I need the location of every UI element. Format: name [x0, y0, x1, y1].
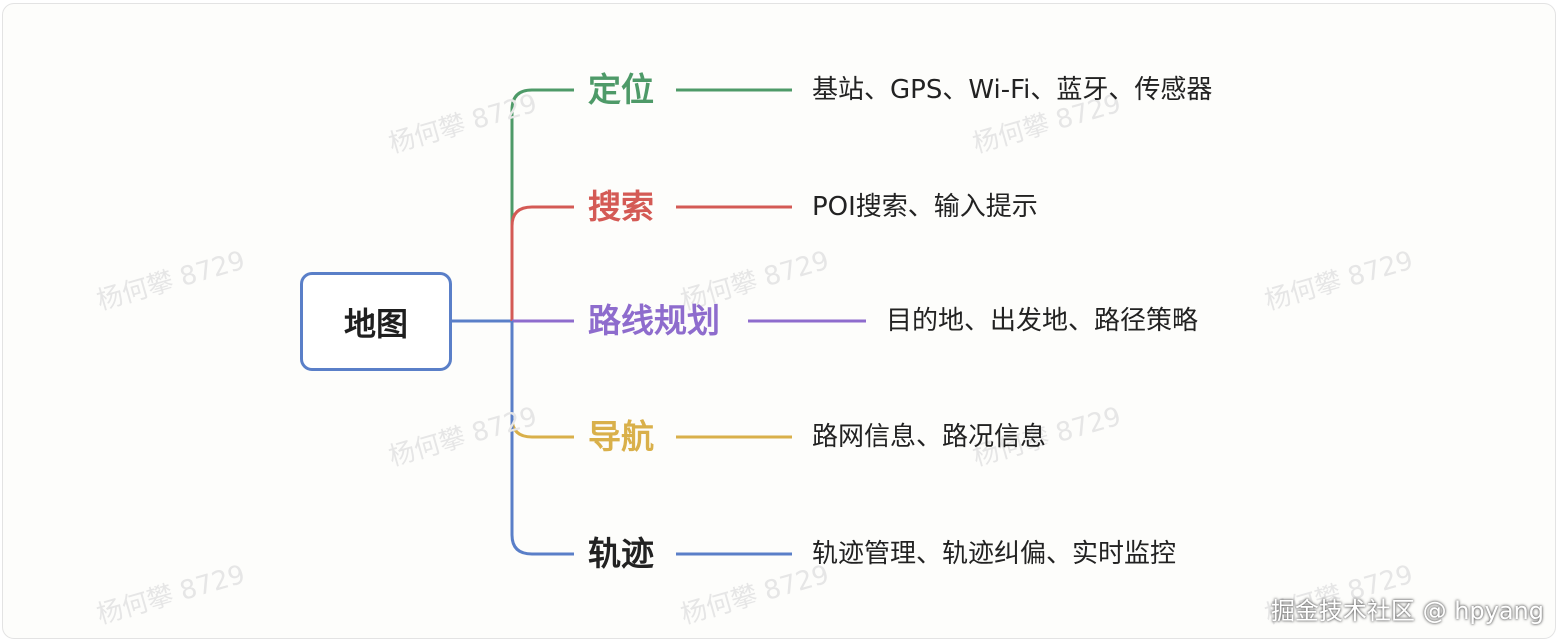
leaf-node-guiji[interactable]: 轨迹管理、轨迹纠偏、实时监控 — [812, 539, 1177, 569]
branch-node-luxianguihua[interactable]: 路线规划 — [588, 301, 720, 340]
leaf-node-dingwei[interactable]: 基站、GPS、Wi-Fi、蓝牙、传感器 — [812, 75, 1213, 105]
branch-node-guiji[interactable]: 轨迹 — [588, 534, 654, 573]
branch-connector-dingwei — [510, 88, 574, 321]
branch-connector-sousuo — [510, 205, 574, 321]
root-node-map[interactable]: 地图 — [300, 272, 452, 371]
leaf-node-daohang[interactable]: 路网信息、路况信息 — [812, 422, 1047, 452]
leaf-node-sousuo[interactable]: POI搜索、输入提示 — [812, 192, 1038, 222]
branch-node-dingwei[interactable]: 定位 — [588, 70, 654, 109]
branch-connector-guiji — [510, 321, 574, 556]
branch-node-sousuo[interactable]: 搜索 — [588, 187, 654, 226]
leaf-node-luxianguihua[interactable]: 目的地、出发地、路径策略 — [886, 306, 1199, 336]
branch-connector-daohang — [510, 321, 574, 439]
branch-node-daohang[interactable]: 导航 — [588, 417, 654, 456]
source-credit: 掘金技术社区 @ hpyang — [1270, 597, 1544, 625]
root-node-label: 地图 — [343, 304, 408, 343]
